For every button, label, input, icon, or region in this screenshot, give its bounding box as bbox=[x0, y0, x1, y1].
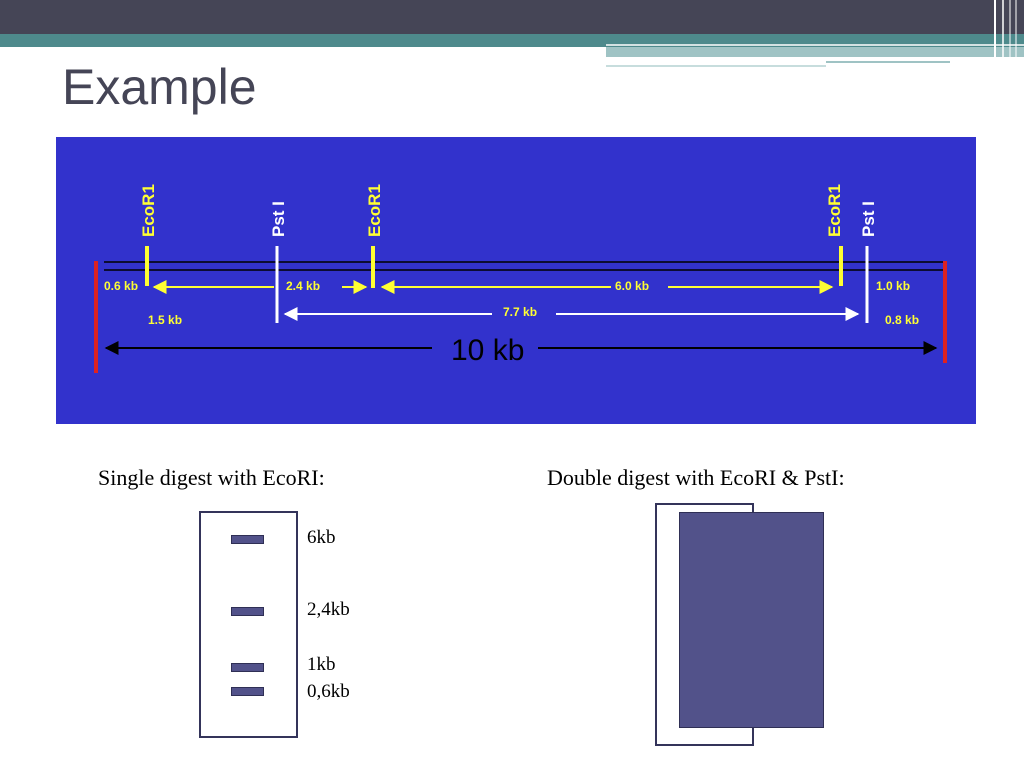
band-label: 2,4kb bbox=[307, 599, 350, 620]
single-digest-gel bbox=[199, 511, 298, 738]
span-label: 0.8 kb bbox=[885, 313, 919, 327]
accent-bar-light bbox=[606, 47, 1024, 57]
site-label: EcoR1 bbox=[825, 184, 844, 237]
gel-band bbox=[231, 663, 264, 672]
answer-cover-box[interactable] bbox=[679, 512, 824, 728]
decorative-lines bbox=[606, 0, 1024, 68]
band-label: 1kb bbox=[307, 654, 336, 675]
span-label: 1.5 kb bbox=[148, 313, 182, 327]
segment-label: 2.4 kb bbox=[286, 279, 320, 293]
site-label: Pst I bbox=[859, 201, 878, 237]
top-bar bbox=[0, 0, 1024, 34]
band-label: 0,6kb bbox=[307, 681, 350, 702]
segment-label: 6.0 kb bbox=[615, 279, 649, 293]
band-label: 6kb bbox=[307, 527, 336, 548]
gel-band bbox=[231, 607, 264, 616]
double-digest-caption: Double digest with EcoRI & PstI: bbox=[547, 465, 845, 490]
slide-title: Example bbox=[62, 59, 257, 115]
restriction-map: EcoR1 Pst I EcoR1 EcoR1 Pst I 0.6 kb 2.4… bbox=[56, 137, 976, 424]
segment-label: 0.6 kb bbox=[104, 279, 138, 293]
total-length-label: 10 kb bbox=[451, 334, 524, 367]
gel-band bbox=[231, 535, 264, 544]
single-digest-caption: Single digest with EcoRI: bbox=[98, 465, 325, 490]
gel-band bbox=[231, 687, 264, 696]
site-label: EcoR1 bbox=[365, 184, 384, 237]
site-label: EcoR1 bbox=[139, 184, 158, 237]
segment-label: 1.0 kb bbox=[876, 279, 910, 293]
span-label: 7.7 kb bbox=[503, 305, 537, 319]
accent-bar bbox=[0, 34, 1024, 47]
site-label: Pst I bbox=[269, 201, 288, 237]
